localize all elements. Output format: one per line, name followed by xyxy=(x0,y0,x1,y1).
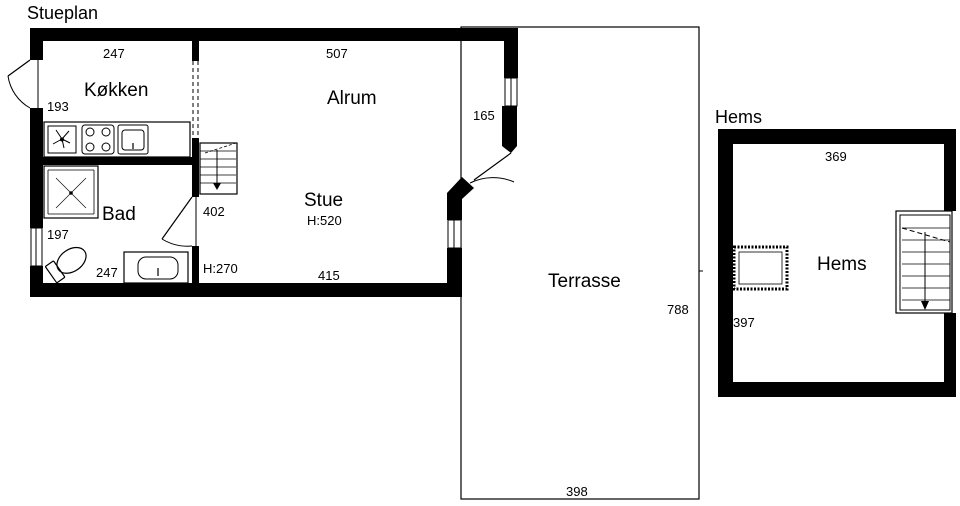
loft-hatch xyxy=(732,245,789,291)
wall-bath-living-lower xyxy=(192,246,199,286)
washbasin-icon xyxy=(123,251,189,284)
terrace-door-leaf xyxy=(473,152,512,181)
loft-wall-right-lower xyxy=(944,313,956,397)
dim-bath-height: H:270 xyxy=(203,261,238,276)
wall-left-upper xyxy=(30,28,43,60)
dim-loft-width: 369 xyxy=(825,149,847,164)
wall-bay xyxy=(447,177,474,220)
wall-bottom xyxy=(30,283,462,297)
loft-walls xyxy=(699,129,956,397)
dim-kitchen-width: 247 xyxy=(103,46,125,61)
dim-bath-width: 247 xyxy=(96,265,118,280)
wall-top xyxy=(30,28,518,41)
room-label-bath: Bad xyxy=(102,204,136,225)
wall-kitchen-partition xyxy=(192,41,199,61)
dim-living-width: 415 xyxy=(318,268,340,283)
wall-right-corner xyxy=(502,106,517,153)
ground-floor-walls xyxy=(30,28,518,297)
terrace-door-swing xyxy=(469,177,515,184)
hob-icon xyxy=(81,124,115,155)
dim-conservatory-depth: 165 xyxy=(473,108,495,123)
living-height-label: H:520 xyxy=(307,213,342,228)
bath-door-leaf xyxy=(161,196,193,240)
kitchen-door-leaf xyxy=(7,59,31,77)
kitchen-sink-icon xyxy=(117,124,149,155)
extractor-fan-icon xyxy=(47,125,77,154)
loft-staircase-icon xyxy=(895,210,953,314)
bath-door-swing xyxy=(161,238,193,247)
wall-bath-living-upper xyxy=(192,165,199,197)
room-label-terrace: Terrasse xyxy=(548,271,621,292)
wall-right-top xyxy=(504,28,518,78)
wall-left-middle xyxy=(30,108,43,228)
dim-kitchen-depth: 193 xyxy=(47,99,69,114)
dim-bath-depth: 197 xyxy=(47,227,69,242)
room-label-conservatory: Alrum xyxy=(327,88,377,109)
dim-conservatory-width: 507 xyxy=(326,46,348,61)
dim-terrace-depth: 788 xyxy=(667,302,689,317)
wall-right-lower xyxy=(447,248,462,297)
toilet-icon xyxy=(45,246,87,284)
terrace xyxy=(460,26,700,500)
wall-kitchen-partition-lower xyxy=(192,138,199,168)
dim-terrace-width: 398 xyxy=(566,484,588,499)
loft-wall-top xyxy=(718,129,956,144)
doors xyxy=(7,59,515,247)
terrace-outline xyxy=(460,26,700,500)
wall-kitchen-bath xyxy=(43,157,199,165)
windows xyxy=(30,61,518,267)
kitchen-door-swing xyxy=(7,75,31,109)
loft-wall-left xyxy=(718,129,733,397)
ground-floor-title: Stueplan xyxy=(27,3,98,23)
room-label-living: Stue xyxy=(304,190,343,211)
staircase-icon xyxy=(199,142,238,195)
dim-loft-depth: 397 xyxy=(733,315,755,330)
loft-title: Hems xyxy=(715,107,762,127)
room-label-kitchen: Køkken xyxy=(84,80,148,101)
room-label-loft: Hems xyxy=(817,254,867,275)
shower-icon xyxy=(43,165,99,219)
dim-living-depth: 402 xyxy=(203,204,225,219)
loft-wall-right-upper xyxy=(944,129,956,211)
kitchen-counter xyxy=(43,121,191,158)
loft-wall-bottom xyxy=(718,382,956,397)
